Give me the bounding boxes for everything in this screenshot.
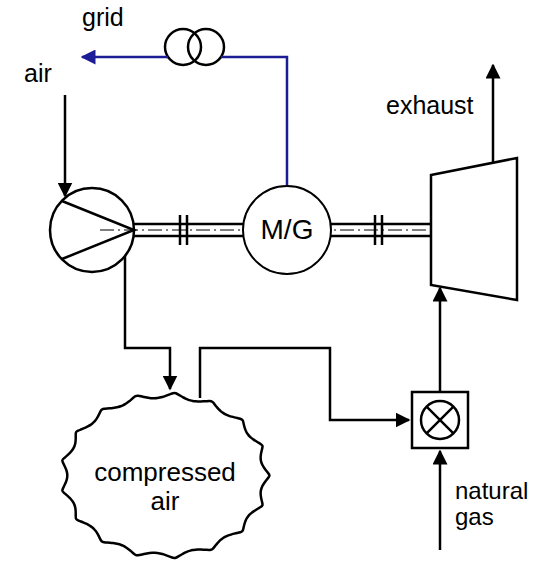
node-text: compressed air <box>90 458 240 515</box>
compressor-symbol <box>62 201 134 259</box>
transformer-symbol <box>165 29 201 65</box>
cloud-outline <box>62 393 269 558</box>
fuel-arrow <box>439 451 442 550</box>
grid-label: grid <box>82 4 124 32</box>
combustor-symbol <box>421 401 459 439</box>
exhaust-arrow <box>492 65 495 163</box>
fuel-label: natural gas <box>455 478 545 531</box>
combustor-symbol <box>427 407 454 434</box>
motor-generator: M/G <box>242 185 332 275</box>
air-inlet-arrow <box>64 95 67 196</box>
grid-line <box>221 57 287 186</box>
node-text: M/G <box>261 215 314 246</box>
grid-line <box>82 56 168 59</box>
discharge-pipe <box>200 348 409 420</box>
storage-cavern: compressed air <box>56 388 274 563</box>
turbine-symbol <box>431 158 517 300</box>
hot-gas-arrow <box>439 288 442 392</box>
exhaust-label: exhaust <box>386 92 474 120</box>
transformer-symbol <box>188 29 224 65</box>
charge-pipe <box>125 256 170 389</box>
air-label: air <box>24 60 52 88</box>
combustor-symbol <box>412 392 468 448</box>
compressor-symbol <box>50 188 134 272</box>
